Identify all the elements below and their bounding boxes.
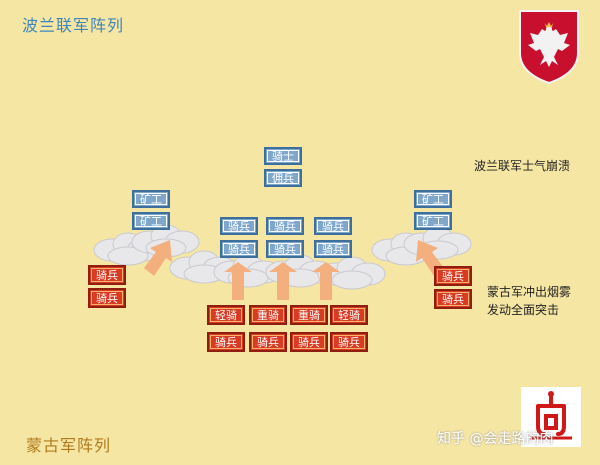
polish-unit-cavalry: 骑兵 [266, 217, 304, 235]
mongol-unit-cavalry: 骑兵 [88, 288, 126, 308]
mongol-unit-cavalry: 骑兵 [290, 332, 328, 352]
mongol-unit-light-cavalry: 轻骑 [207, 305, 245, 325]
polish-formation-title: 波兰联军阵列 [22, 16, 125, 35]
mongol-unit-heavy-cavalry: 重骑 [290, 305, 328, 325]
annotation-charge-line-2: 发动全面突击 [487, 303, 560, 317]
mongol-unit-cavalry: 骑兵 [207, 332, 245, 352]
polish-unit-cavalry: 骑兵 [266, 240, 304, 258]
polish-eagle-shield-icon [519, 10, 579, 85]
mongol-unit-cavalry: 骑兵 [88, 265, 126, 285]
polish-unit-knight: 骑士 [264, 147, 302, 165]
polish-unit-miner: 矿工 [414, 190, 452, 208]
polish-unit-cavalry: 骑兵 [220, 217, 258, 235]
polish-unit-mercenary: 佣兵 [264, 169, 302, 187]
charge-arrow-up [312, 262, 340, 300]
polish-unit-cavalry: 骑兵 [314, 240, 352, 258]
polish-unit-miner: 矿工 [132, 190, 170, 208]
charge-arrow-up [269, 262, 297, 300]
charge-arrow-up [224, 262, 252, 300]
watermark-text: 知乎 @会走路的肉 [437, 431, 554, 447]
mongol-unit-cavalry: 骑兵 [434, 289, 472, 309]
mongol-unit-heavy-cavalry: 重骑 [249, 305, 287, 325]
polish-unit-miner: 矿工 [414, 212, 452, 230]
mongol-unit-cavalry: 骑兵 [434, 266, 472, 286]
annotation-mongol-charge: 蒙古军冲出烟雾 发动全面突击 [487, 283, 571, 319]
charge-arrow-diagonal-left [144, 240, 172, 276]
charge-arrows [144, 240, 444, 300]
polish-unit-miner: 矿工 [132, 212, 170, 230]
mongol-formation-title: 蒙古军阵列 [26, 436, 112, 455]
stamp-logo-icon [521, 387, 581, 447]
smoke-cloud [403, 226, 472, 260]
mongol-unit-cavalry: 骑兵 [330, 332, 368, 352]
annotation-polish-morale-collapse: 波兰联军士气崩溃 [474, 159, 571, 173]
mongol-unit-cavalry: 骑兵 [249, 332, 287, 352]
polish-unit-cavalry: 骑兵 [220, 240, 258, 258]
polish-unit-cavalry: 骑兵 [314, 217, 352, 235]
annotation-charge-line-1: 蒙古军冲出烟雾 [487, 285, 572, 299]
mongol-unit-light-cavalry: 轻骑 [330, 305, 368, 325]
